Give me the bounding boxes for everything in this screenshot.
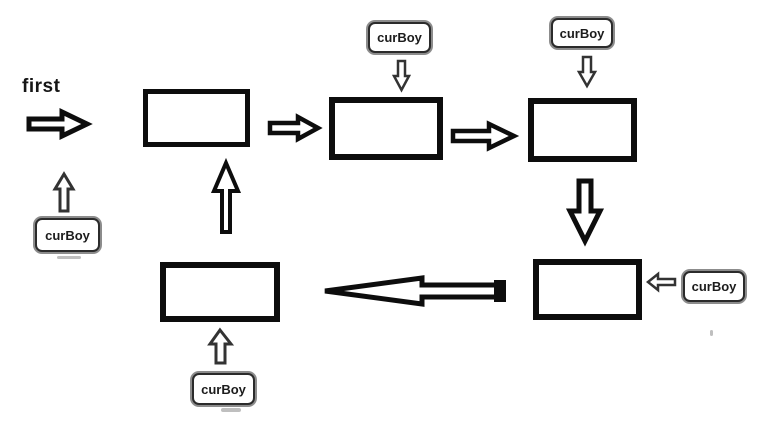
up-arrow-to-node1-icon (210, 157, 242, 235)
smudge-mark (710, 330, 713, 336)
smudge-mark (57, 256, 81, 259)
node-3 (528, 98, 637, 162)
curboy-pointer-right-label: curBoy (691, 279, 737, 294)
curboy-pointer-bottom: curBoy (192, 373, 255, 405)
node4-to-node5-arrow-icon (322, 275, 510, 307)
node-1 (143, 89, 250, 147)
curboy-pointer-bottom-label: curBoy (201, 381, 246, 397)
curboy-top-middle-down-arrow-icon (391, 59, 412, 93)
node-4 (533, 259, 642, 320)
curboy-top-right-down-arrow-icon (576, 55, 598, 89)
first-pointer-right-arrow-icon (25, 108, 93, 140)
node2-to-node3-arrow-icon (450, 120, 520, 152)
node-5 (160, 262, 280, 322)
curboy-pointer-left-label: curBoy (45, 227, 90, 243)
node3-to-node4-arrow-icon (565, 178, 605, 247)
curboy-left-up-arrow-icon (52, 171, 76, 213)
curboy-right-left-arrow-icon (645, 271, 678, 293)
curboy-pointer-top-middle: curBoy (368, 22, 431, 53)
curboy-pointer-left: curBoy (35, 218, 100, 252)
curboy-pointer-top-middle-label: curBoy (377, 30, 422, 45)
node1-to-node2-arrow-icon (267, 113, 323, 143)
curboy-bottom-up-arrow-icon (207, 327, 235, 365)
smudge-mark (221, 408, 241, 412)
first-pointer-label: first (22, 76, 61, 97)
curboy-pointer-top-right: curBoy (551, 18, 613, 48)
curboy-pointer-top-right-label: curBoy (559, 25, 605, 41)
node-2 (329, 97, 443, 160)
curboy-pointer-right: curBoy (683, 271, 745, 302)
